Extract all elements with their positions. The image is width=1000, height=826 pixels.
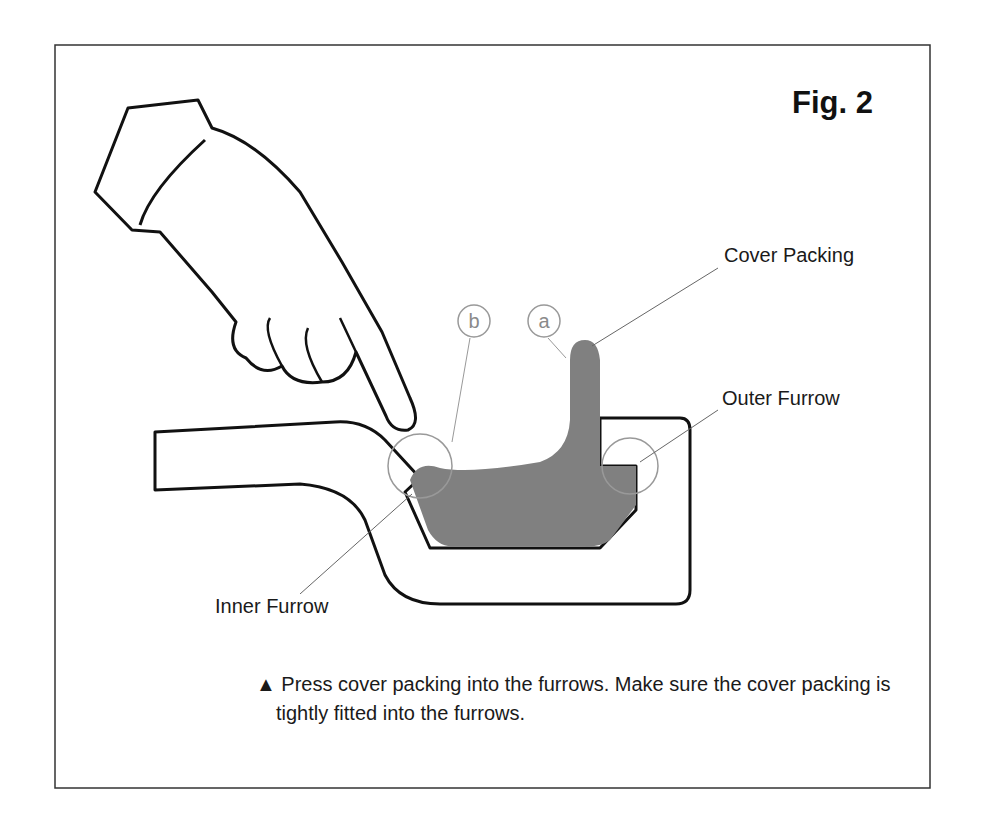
hand [95, 100, 416, 430]
part-label: Outer Furrow [722, 386, 840, 410]
leader-line [452, 338, 470, 442]
figure-title: Fig. 2 [792, 84, 873, 121]
callout-ring [528, 305, 560, 337]
part-label: Cover Packing [724, 243, 854, 267]
cover-packing [410, 340, 636, 546]
caption-note: ▲ Press cover packing into the furrows. … [256, 670, 896, 728]
callout-letter: a [538, 309, 549, 333]
callout-ring [458, 305, 490, 337]
inner-furrow-circle [388, 434, 452, 498]
callout-circle: b [457, 304, 491, 338]
leader-line [300, 494, 412, 594]
leader-line [640, 410, 718, 462]
hand-cuff [140, 140, 205, 225]
callout-letter: b [468, 309, 479, 333]
finger-lines [268, 318, 356, 382]
callout-circle: a [527, 304, 561, 338]
outer-furrow-circle [602, 438, 658, 494]
leader-line [548, 338, 566, 358]
figure-frame [55, 45, 930, 788]
part-label: Inner Furrow [215, 594, 328, 618]
leader-line [592, 268, 718, 346]
